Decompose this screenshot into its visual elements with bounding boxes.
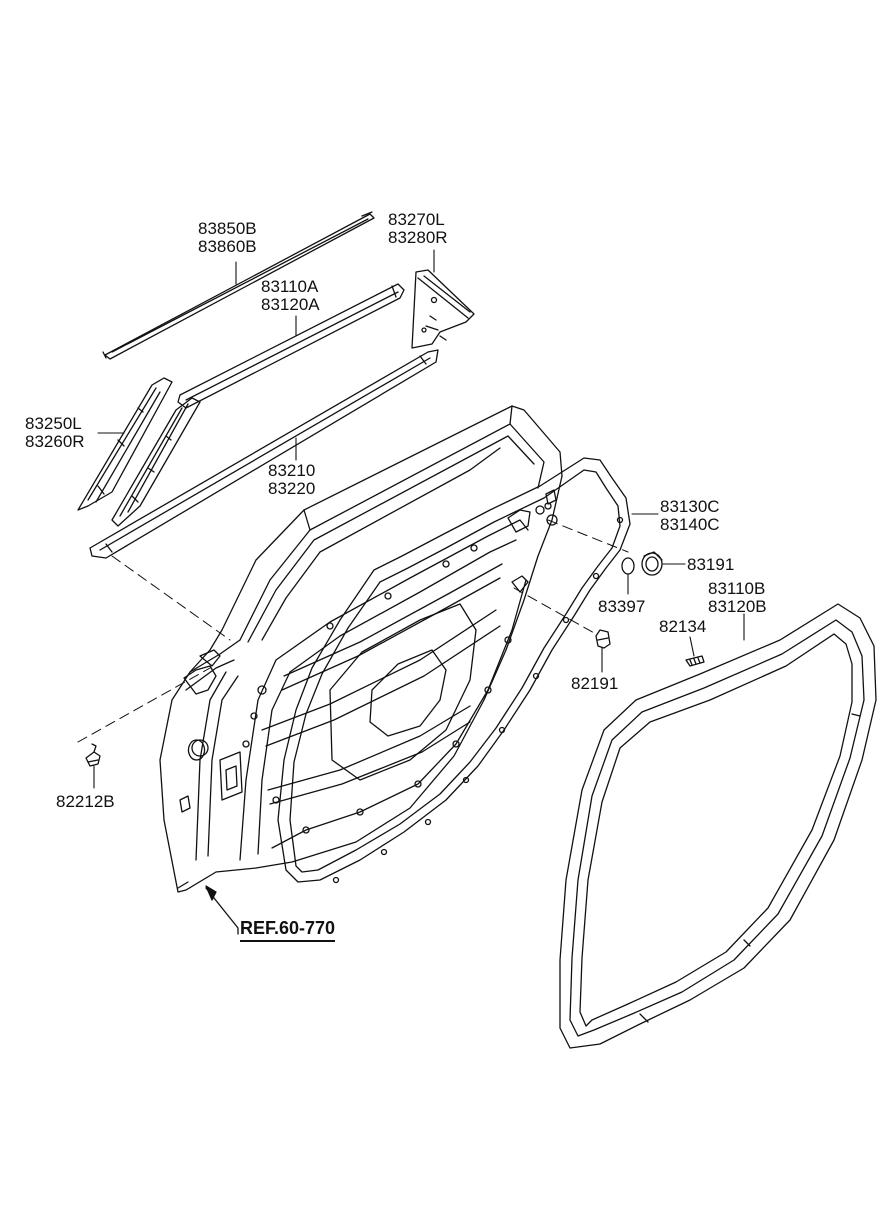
part-number: 83191 [687,555,735,574]
leader-lines [77,519,629,743]
callout-82212b: 82212B [56,793,115,811]
part-number: 83110B [708,579,766,598]
callout-83250l: 83250L 83260R [25,415,85,451]
part-number: 83270L [388,210,445,229]
part-number: 83210 [268,461,316,480]
callout-83110a: 83110A 83120A [261,278,320,314]
door-channel-piece [111,397,201,527]
bumper-82191 [595,629,611,649]
part-number: 82212B [56,792,115,811]
part-number: 83120A [261,295,320,314]
callout-83850b: 83850B 83860B [198,220,257,256]
opening-weatherstrip-83110b [559,603,877,1049]
reference-label: REF.60-770 [240,918,336,942]
part-number: 83140C [660,515,720,534]
part-number: 83260R [25,432,85,451]
callout-leaders [93,249,745,789]
part-number: 83397 [598,597,646,616]
door-weatherstrip-83130c [277,457,631,884]
frame-garnish-83250l [77,377,173,511]
callout-82191: 82191 [571,675,618,693]
part-number: 83120B [708,597,767,616]
callout-83191: 83191 [687,556,734,574]
part-number: 83860B [198,237,257,256]
callout-83210: 83210 83220 [268,462,315,498]
callout-83110b: 83110B 83120B [708,580,767,616]
part-number: 82134 [659,617,707,636]
part-number: 82191 [571,674,619,693]
screw-82212b [85,743,101,767]
callout-83397: 83397 [598,598,645,616]
rear-door-panel [159,405,563,893]
part-number: 83130C [660,497,720,516]
plug-83191 [641,551,663,576]
belt-moulding-strip [102,211,375,360]
part-number: 83110A [261,277,319,296]
part-number: 83850B [198,219,257,238]
upper-weatherstrip-83110a [177,283,405,409]
callout-82134: 82134 [659,618,706,636]
clip-82134 [685,655,705,667]
part-number: 83220 [268,479,316,498]
delta-bracket-83270l [411,269,475,349]
callout-83130c: 83130C 83140C [660,498,720,534]
callout-83270l: 83270L 83280R [388,211,448,247]
part-number: 83250L [25,414,82,433]
belt-weatherstrip-83210 [89,349,439,559]
grommet-83397 [621,557,635,575]
part-number: 83280R [388,228,448,247]
reference-arrow [205,885,239,935]
